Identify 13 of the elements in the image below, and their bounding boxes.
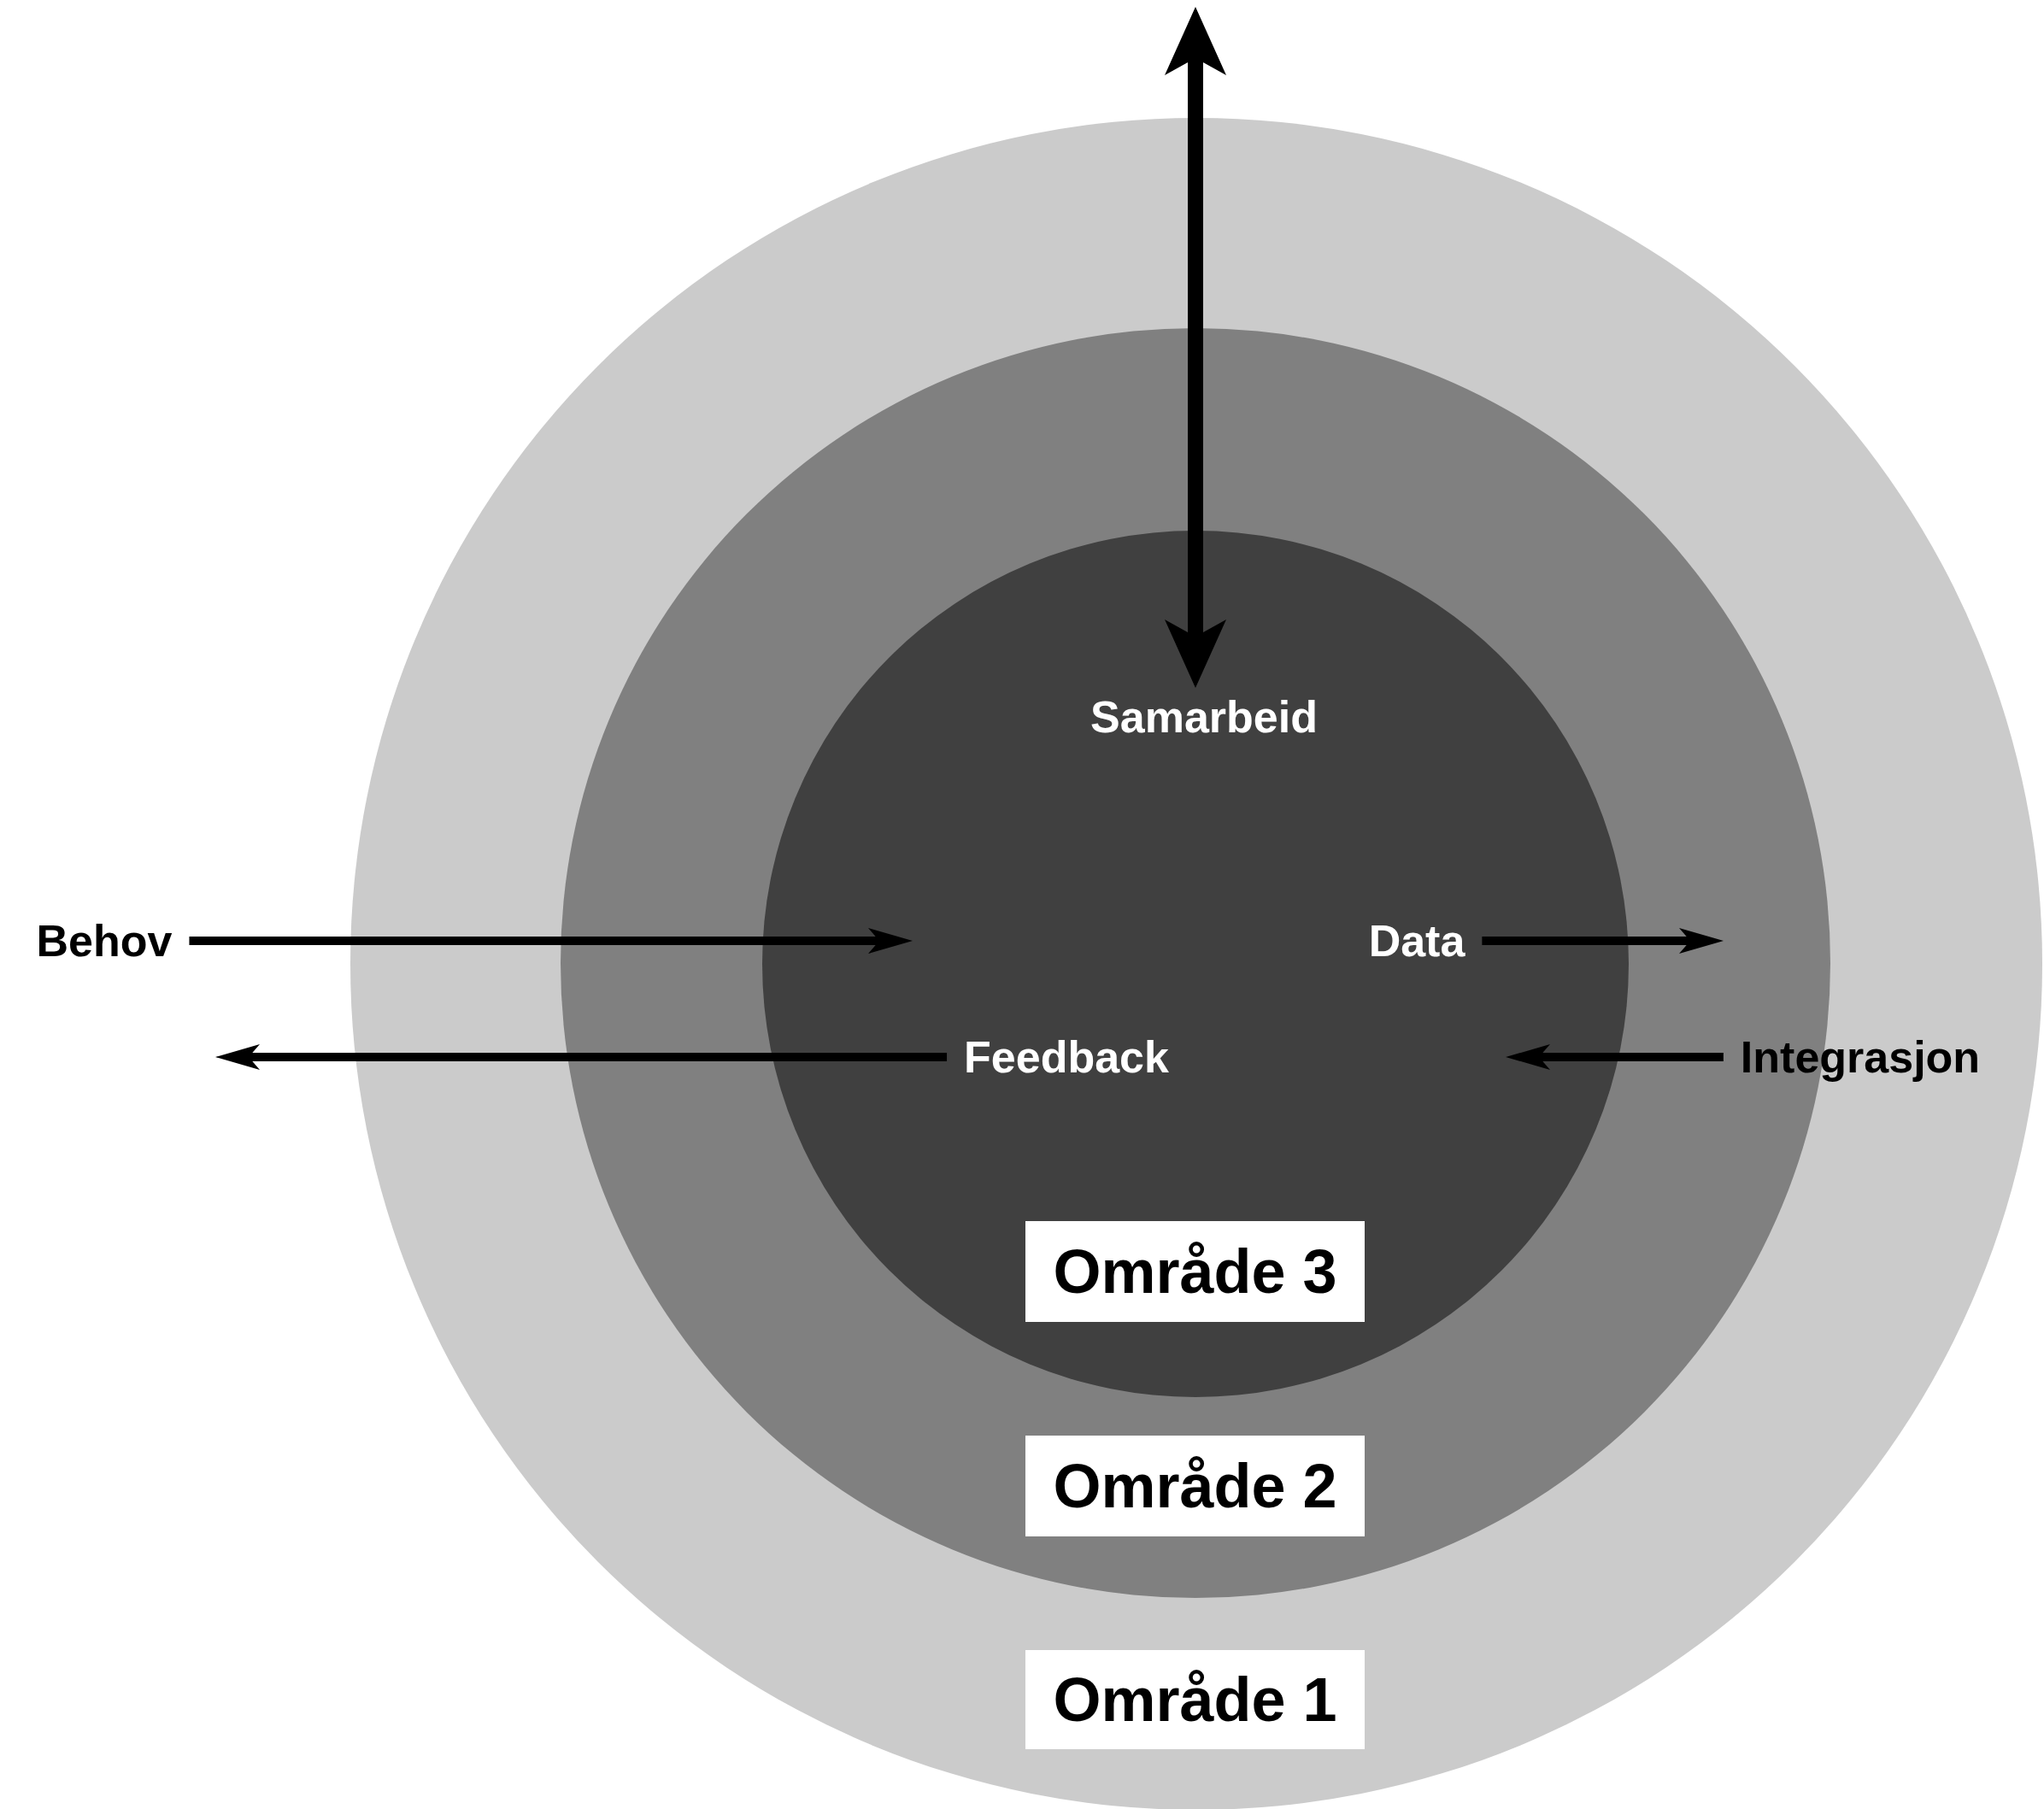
flow-label: Samarbeid (1073, 688, 1335, 746)
arrow (1506, 1044, 1724, 1070)
arrow (1482, 928, 1724, 954)
flow-label: Integrasjon (1723, 1028, 1998, 1086)
arrow (1165, 7, 1226, 688)
arrow (215, 1044, 948, 1070)
flow-label: Behov (19, 912, 190, 970)
flow-label: Feedback (947, 1028, 1186, 1086)
flow-label: Data (1351, 912, 1483, 970)
area-label: Område 3 (1025, 1221, 1365, 1322)
arrow (189, 928, 913, 954)
area-label: Område 1 (1025, 1650, 1365, 1749)
area-label: Område 2 (1025, 1436, 1365, 1536)
